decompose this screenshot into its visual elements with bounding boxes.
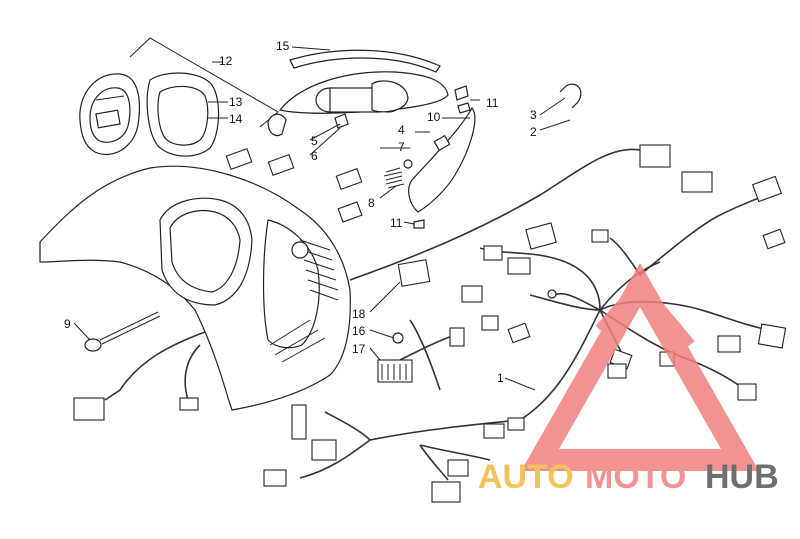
connectors — [73, 83, 787, 503]
callout-6: 6 — [311, 149, 318, 163]
hood-panel — [39, 165, 351, 411]
callout-4: 4 — [398, 123, 405, 137]
trim-strip — [289, 49, 441, 73]
watermark-text-hub: HUB — [705, 458, 779, 496]
watermark-text-auto: AUTO — [478, 458, 574, 496]
headlight-shroud — [408, 85, 476, 213]
callout-18: 18 — [352, 307, 366, 321]
callout-3: 3 — [530, 108, 537, 122]
watermark-logo: AUTO MOTO HUB — [478, 262, 779, 496]
callout-11-bottom: 11 — [390, 216, 403, 230]
callout-10: 10 — [427, 110, 441, 124]
callout-11-top: 11 — [486, 96, 499, 110]
bulb-socket — [267, 113, 287, 137]
leader-lines — [73, 46, 571, 391]
callout-1: 1 — [497, 371, 504, 385]
callout-15: 15 — [276, 39, 290, 53]
watermark-text-moto: MOTO — [585, 458, 686, 496]
callout-16: 16 — [352, 324, 366, 338]
callout-5: 5 — [311, 134, 318, 148]
gauge-housing — [146, 72, 220, 157]
callout-9: 9 — [64, 317, 71, 331]
callout-12: 12 — [219, 54, 233, 68]
bolt — [84, 311, 161, 352]
callout-17: 17 — [352, 342, 366, 356]
callout-2: 2 — [530, 125, 537, 139]
callout-13: 13 — [229, 95, 243, 109]
instrument-gauge — [79, 73, 141, 156]
spring-and-screw — [383, 159, 425, 229]
callout-14: 14 — [229, 112, 243, 126]
callout-7: 7 — [398, 140, 405, 154]
callout-8: 8 — [368, 196, 375, 210]
headlight-bracket — [278, 71, 449, 114]
